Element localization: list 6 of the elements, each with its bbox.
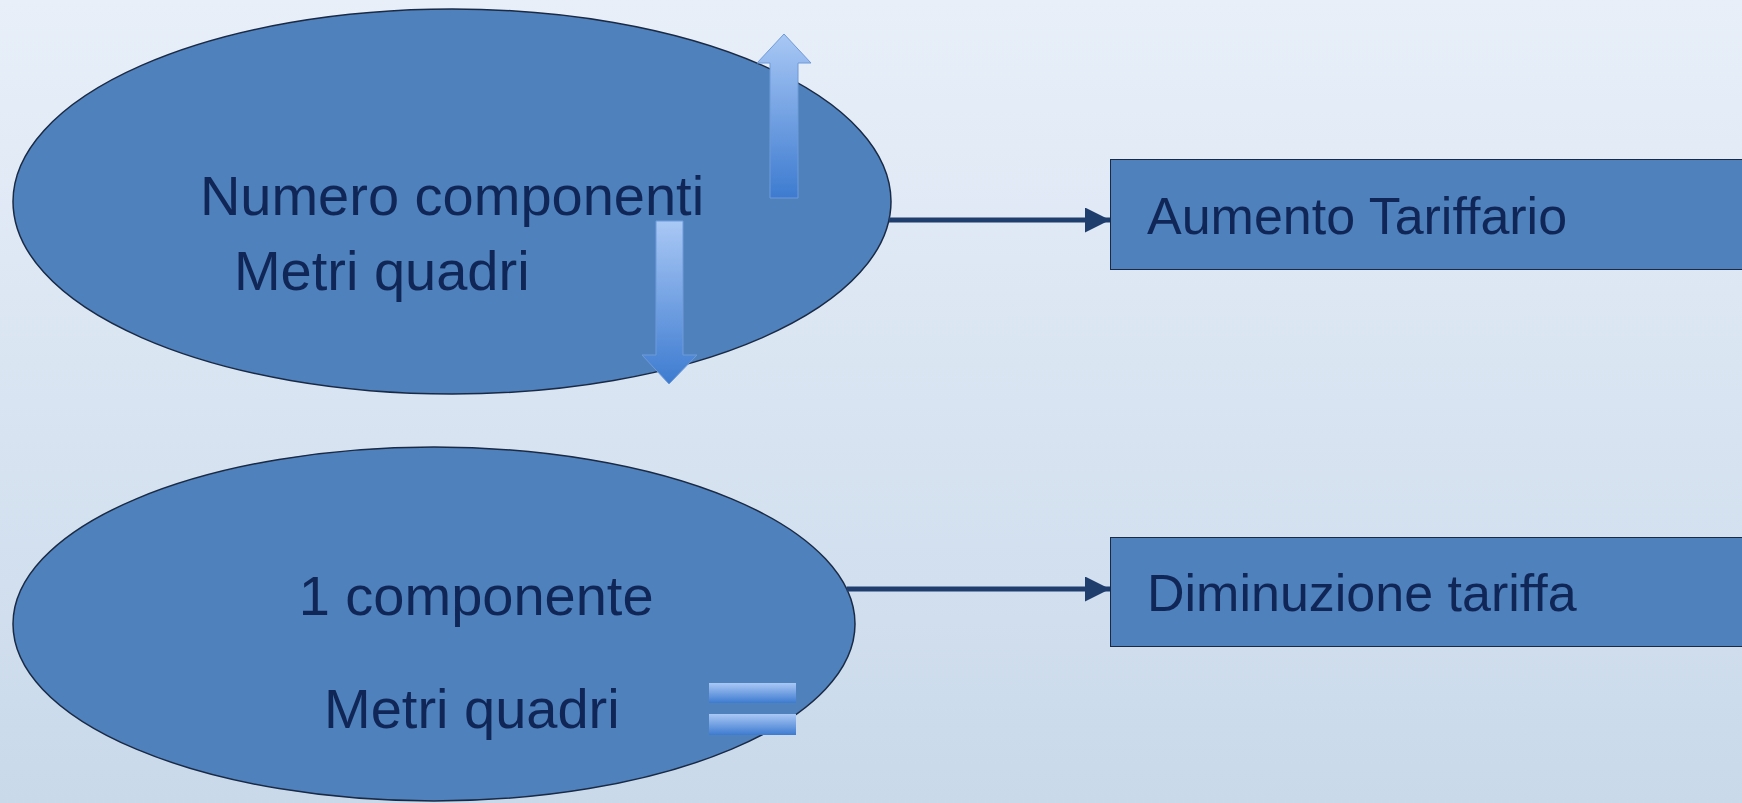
box-label: Diminuzione tariffa <box>1147 567 1577 619</box>
arrow <box>846 576 1110 602</box>
box-label: Aumento Tariffario <box>1147 189 1568 242</box>
process-box <box>1110 537 1742 647</box>
arrow <box>888 207 1110 233</box>
process-box <box>1110 159 1742 270</box>
